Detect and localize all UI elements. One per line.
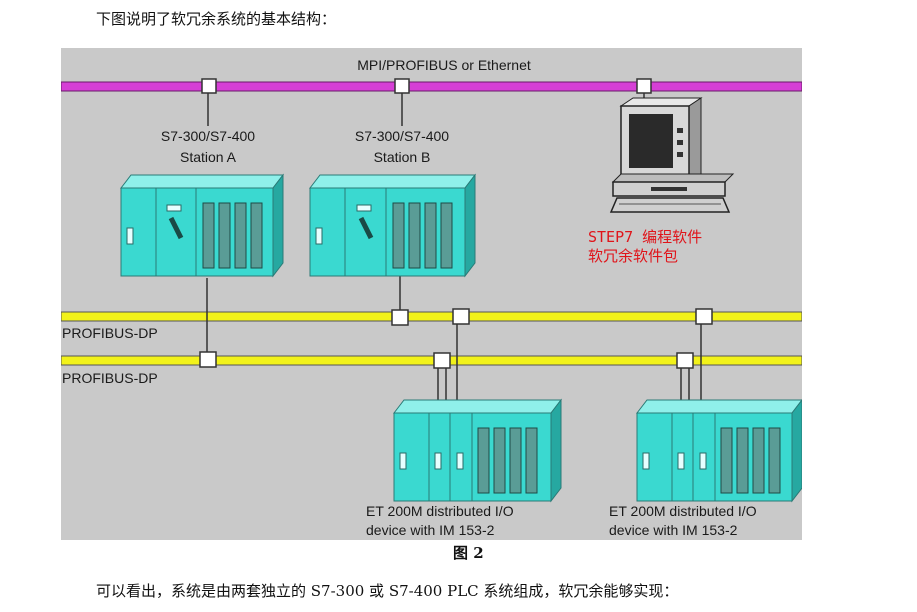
- diagram-graphics: [61, 78, 802, 503]
- station-a-plc: [119, 173, 285, 278]
- station-b-plc: [308, 173, 477, 278]
- station-b-model: S7-300/S7-400: [354, 128, 450, 144]
- pc-label-step7: STEP7 编程软件: [588, 228, 703, 246]
- profibus-dp-line-2: [61, 355, 802, 366]
- station-b-name: Station B: [373, 149, 431, 165]
- et200m-2-label-line1: ET 200M distributed I/O: [609, 503, 757, 519]
- station-a-name: Station A: [179, 149, 237, 165]
- step7-workstation-icon: [609, 97, 735, 213]
- pc-label-redundancy-package: 软冗余软件包: [588, 247, 679, 265]
- station-a-model: S7-300/S7-400: [160, 128, 256, 144]
- network-label: MPI/PROFIBUS or Ethernet: [357, 57, 531, 73]
- mpi-ethernet-bus: [61, 81, 802, 92]
- outro-paragraph: 可以看出，系统是由两套独立的 S7-300 或 S7-400 PLC 系统组成，…: [96, 582, 679, 600]
- et200m-device-2: [635, 399, 802, 503]
- et200m-device-1: [392, 398, 563, 503]
- et200m-1-label-line2: device with IM 153-2: [366, 522, 495, 538]
- system-structure-diagram: MPI/PROFIBUS or Ethernet S7-300/S7-400 S…: [61, 48, 802, 540]
- profibus-dp-label-2: PROFIBUS-DP: [62, 370, 158, 386]
- et200m-2-label-line2: device with IM 153-2: [609, 522, 738, 538]
- figure-caption: 图 2: [453, 544, 484, 562]
- intro-paragraph: 下图说明了软冗余系统的基本结构：: [96, 10, 337, 28]
- profibus-dp-label-1: PROFIBUS-DP: [62, 325, 158, 341]
- et200m-1-label-line1: ET 200M distributed I/O: [366, 503, 514, 519]
- profibus-dp-line-1: [61, 311, 802, 322]
- junction-boxes: [199, 78, 713, 369]
